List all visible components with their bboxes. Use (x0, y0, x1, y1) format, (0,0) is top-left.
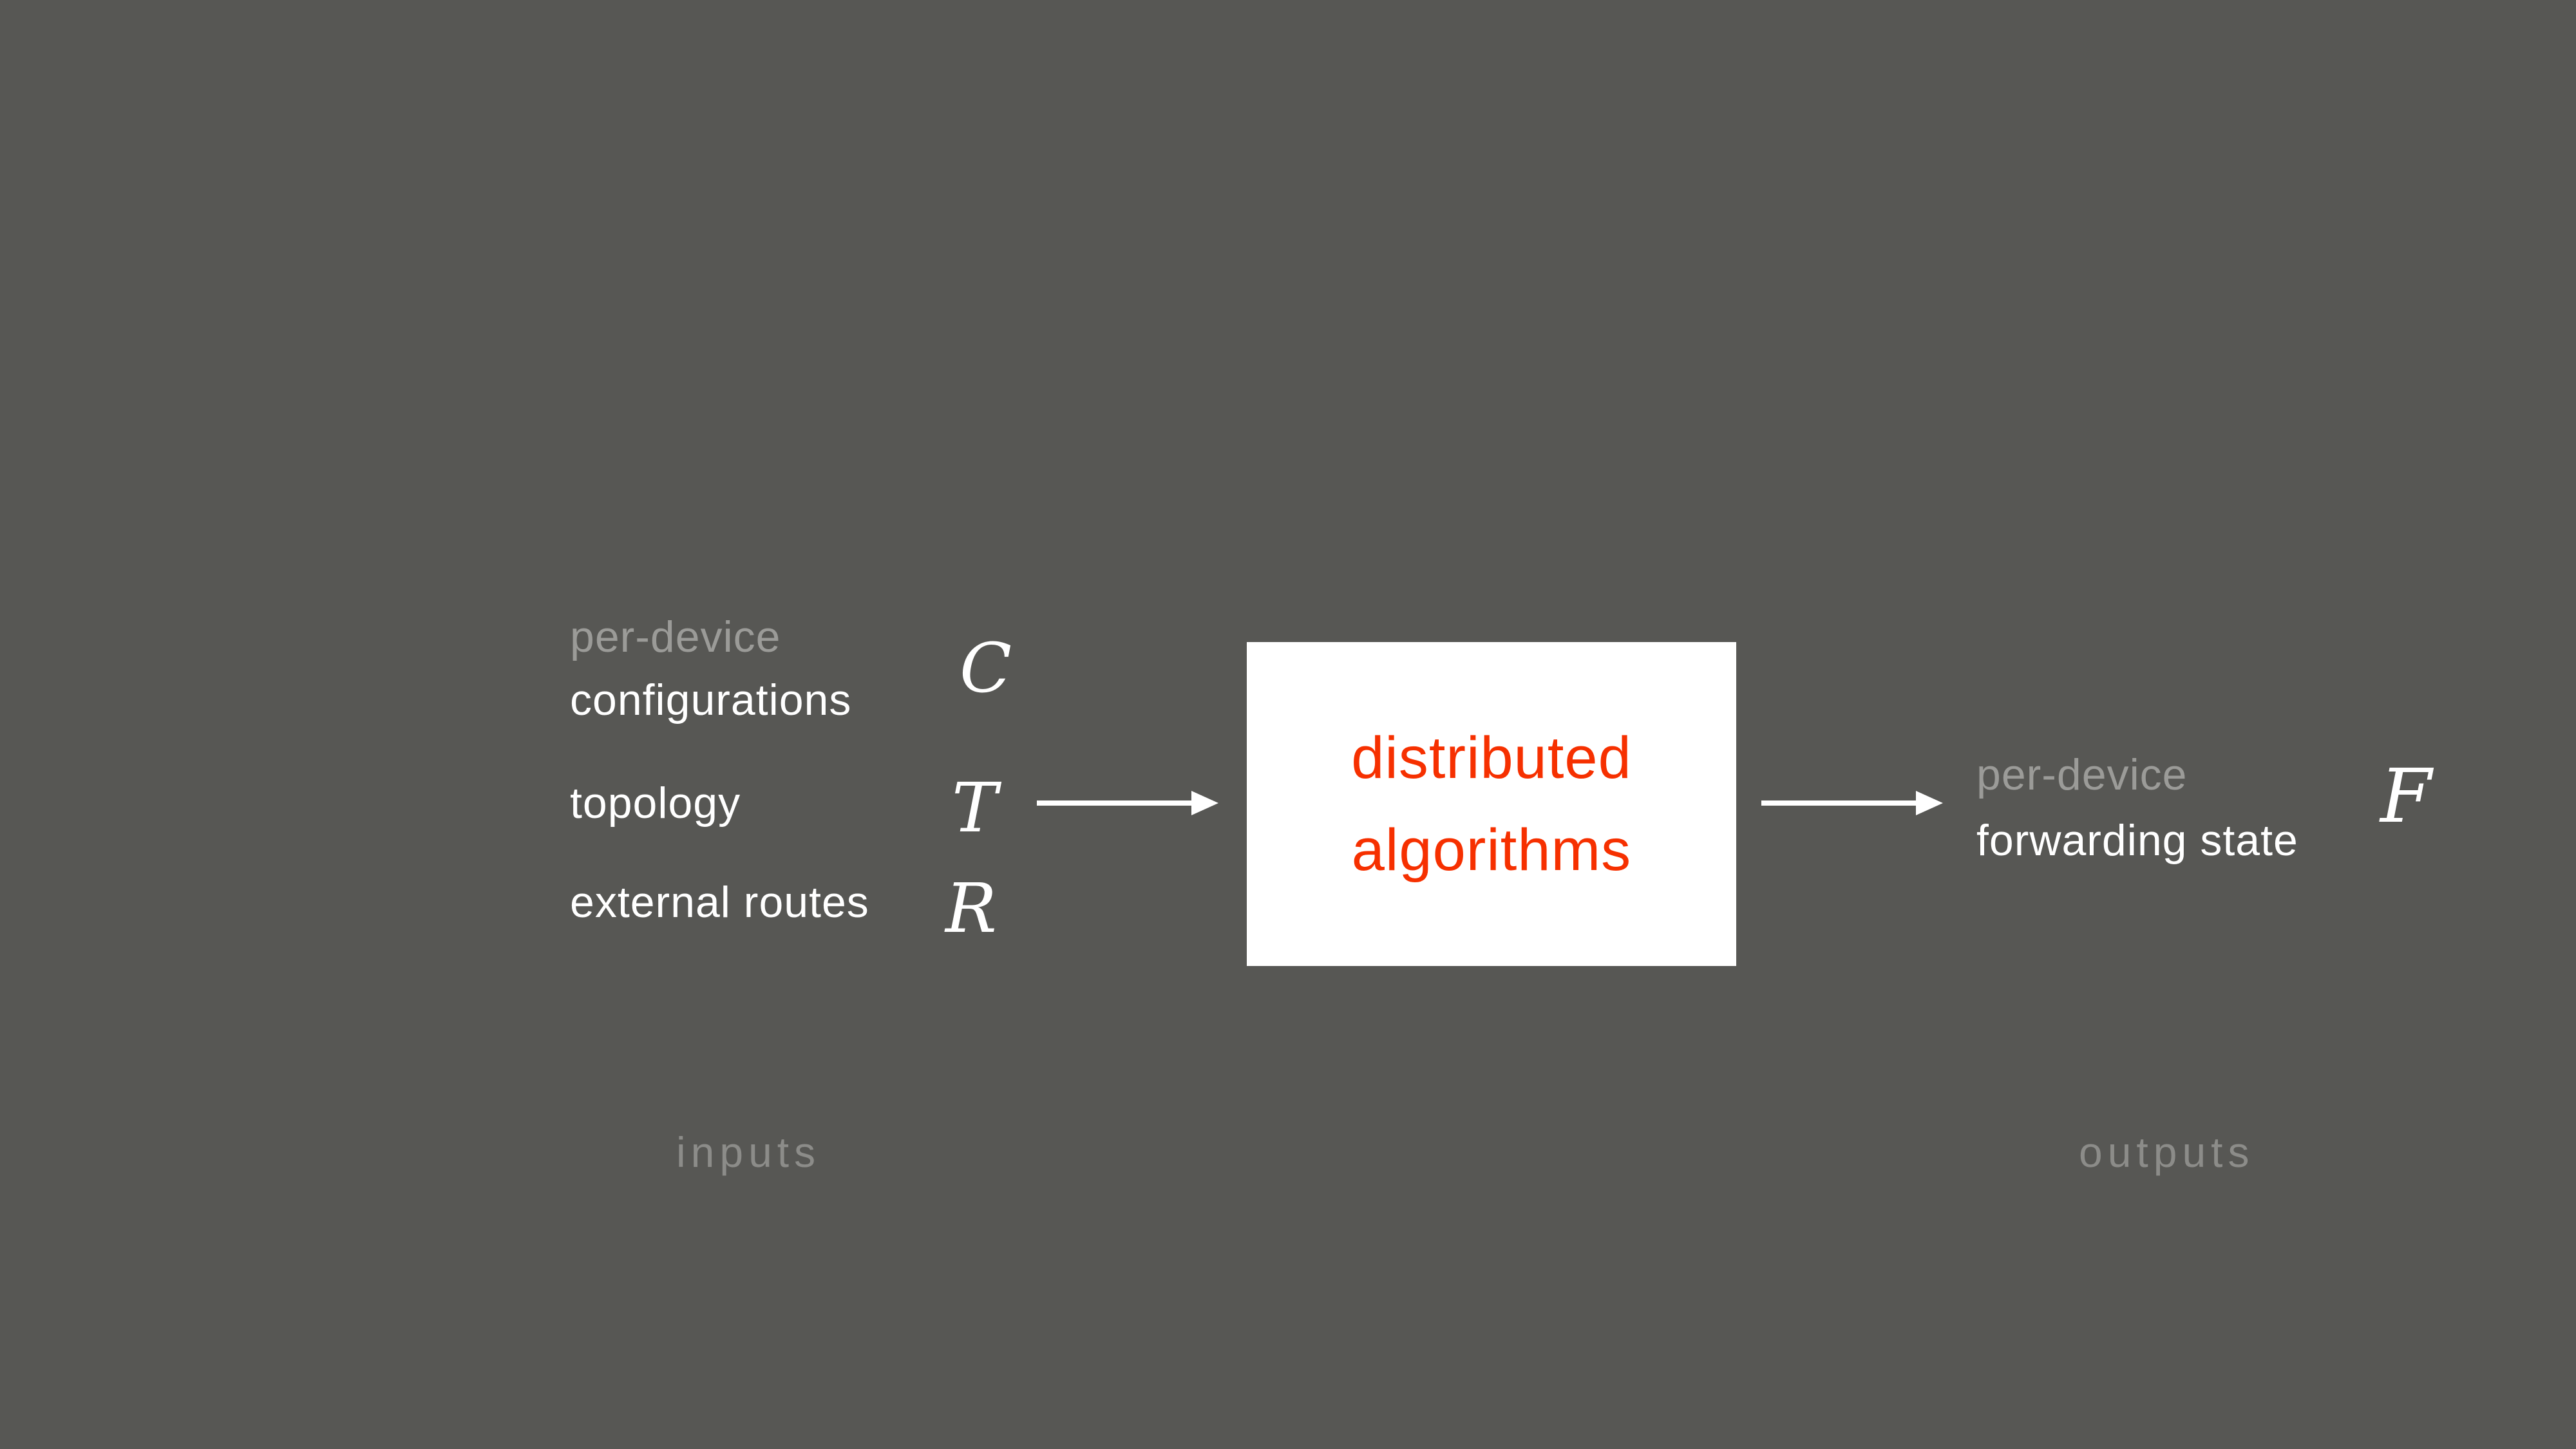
input-configurations-label: configurations (570, 676, 852, 724)
output-arrow-head (1916, 791, 1943, 815)
process-label-line-2: algorithms (1351, 817, 1632, 883)
math-symbol-c: C (960, 629, 1012, 708)
outputs-caption: outputs (2079, 1128, 2255, 1176)
output-forwarding-state-label: forwarding state (1976, 816, 2298, 865)
input-external-routes-label: external routes (570, 878, 869, 927)
input-arrow-head (1191, 791, 1218, 815)
math-symbol-r: R (945, 869, 997, 948)
input-topology-label: topology (570, 779, 741, 828)
inputs-caption: inputs (676, 1128, 821, 1176)
output-arrow (1761, 791, 1943, 815)
math-symbol-f: F (2380, 753, 2432, 840)
math-symbol-t: T (952, 768, 998, 848)
input-configurations-prefix: per-device (570, 612, 781, 661)
process-box: distributed algorithms (1247, 642, 1736, 966)
output-forwarding-state-prefix: per-device (1976, 750, 2188, 799)
process-label-line-1: distributed (1351, 724, 1632, 791)
input-arrow (1037, 791, 1218, 815)
